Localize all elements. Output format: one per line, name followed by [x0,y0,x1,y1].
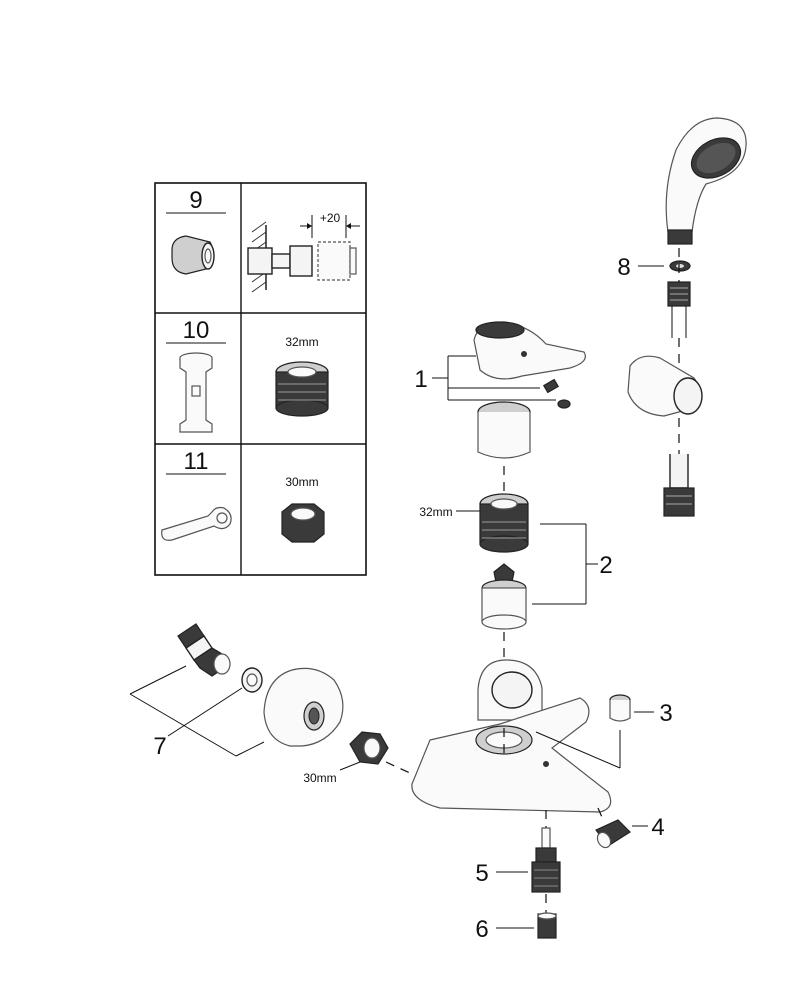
s-union [177,623,231,677]
wrench-icon [161,506,232,541]
nut-30mm-icon [281,503,325,543]
seal-ring [669,260,691,272]
union-nut-30mm [349,731,389,765]
rosette [263,667,344,747]
tool-sleeve-icon [179,352,213,433]
cartridge-nut-icon [275,361,329,417]
table-row-11-size: 30mm [285,475,318,489]
diverter-nut [537,912,557,939]
label-6: 6 [475,916,488,943]
dim-32mm-label: 32mm [419,505,452,519]
handle-screw [542,378,571,409]
label-4: 4 [651,814,664,841]
hose [663,248,695,517]
table-row-10-size: 32mm [285,335,318,349]
washer [241,667,263,693]
table-row-10-number: 10 [183,317,210,344]
extension-dimension: +20 [320,211,341,225]
adapter-icon [171,235,215,275]
extension-fitting-icon [247,215,360,293]
dim-30mm-label: 30mm [303,771,336,785]
cover-sleeve [477,401,531,459]
label-2: 2 [599,552,612,579]
cartridge [481,563,527,630]
mixer-body [411,659,612,813]
table-row-9-number: 9 [189,187,202,214]
cartridge-nut [479,493,529,553]
lever-handle [473,321,586,380]
diverter [531,827,561,893]
label-5: 5 [475,860,488,887]
shower-holder [627,355,703,417]
label-1: 1 [414,366,427,393]
aerator [595,819,631,849]
cap [609,694,631,722]
hand-shower [665,117,747,245]
accessory-table: 9 +20 10 [154,182,367,576]
table-row-11-number: 11 [184,448,209,475]
label-3: 3 [659,700,672,727]
label-7: 7 [153,733,166,760]
label-8: 8 [617,254,630,281]
